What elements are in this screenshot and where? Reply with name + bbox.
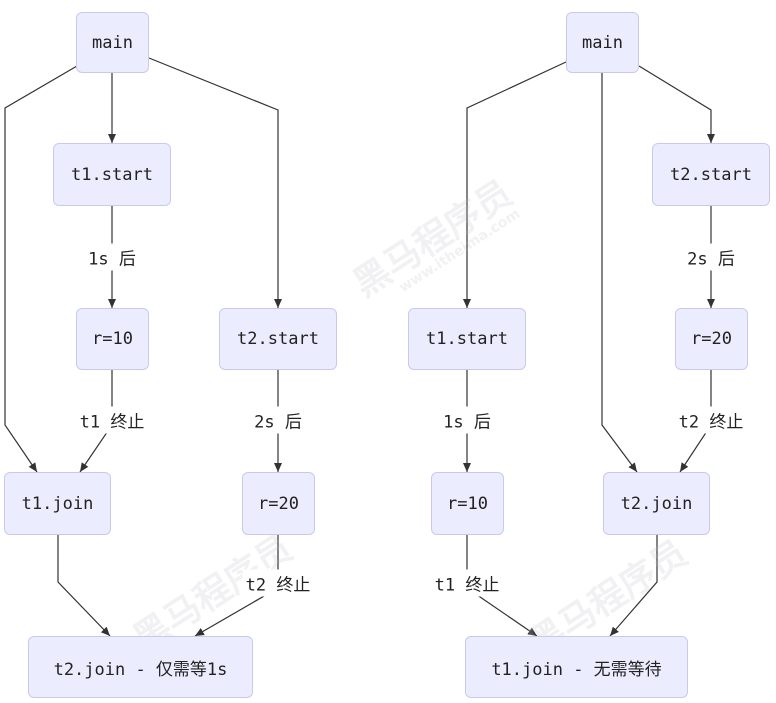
edge-label-t1-done: t1 终止 [431, 569, 503, 597]
node-t1-start: t1.start [53, 143, 171, 206]
edge-label-after-1s: 1s 后 [85, 243, 139, 271]
edge-t1-join-to-final [57, 535, 111, 637]
node-t2-join: t2.join [603, 472, 710, 535]
node-r20: r=20 [242, 472, 315, 535]
node-r20: r=20 [675, 308, 748, 370]
node-t1-start: t1.start [408, 308, 526, 370]
edge-label-after-1s: 1s 后 [440, 406, 494, 434]
edge-main-to-t1-start-right [463, 61, 567, 308]
node-t2-start: t2.start [219, 308, 337, 370]
edge-main-to-t2-start [148, 57, 282, 308]
node-main: main [76, 12, 149, 73]
edge-label-t2-done: t2 终止 [675, 406, 747, 434]
node-t1-join-final: t1.join - 无需等待 [465, 636, 688, 698]
edge-label-after-2s: 2s 后 [684, 243, 738, 271]
node-main: main [566, 12, 639, 73]
edge-label-t1-done: t1 终止 [76, 406, 148, 434]
edge-main-to-t1-join [4, 65, 78, 473]
node-r10: r=10 [431, 472, 504, 535]
edge-t2-join-to-final-right [609, 535, 658, 637]
edge-main-to-t2-join-right [601, 73, 638, 473]
edge-main-to-t2-start-right [638, 65, 715, 143]
node-t2-join-final: t2.join - 仅需等1s [28, 636, 253, 698]
node-t1-join: t1.join [4, 472, 111, 535]
node-t2-start: t2.start [652, 143, 770, 206]
edge-label-after-2s: 2s 后 [251, 406, 305, 434]
edge-label-t2-done: t2 终止 [242, 569, 314, 597]
node-r10: r=10 [76, 308, 149, 370]
